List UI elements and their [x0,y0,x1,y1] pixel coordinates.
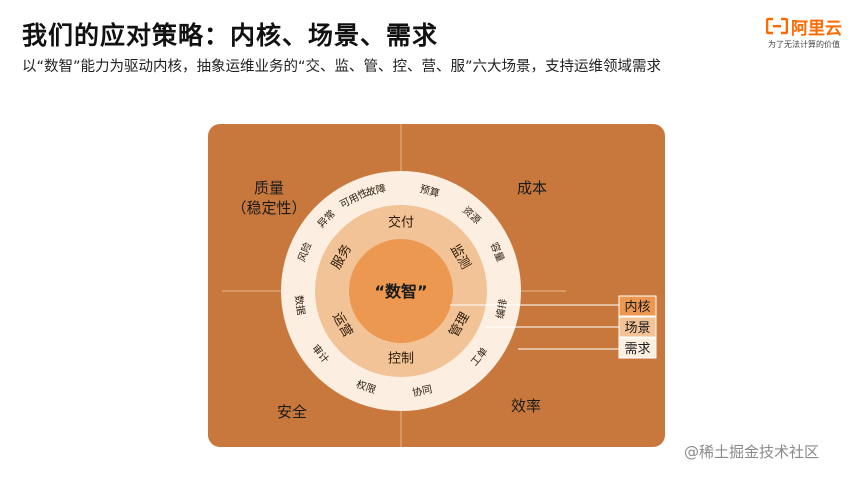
demand-label-6: 协同 [411,382,433,399]
scene-label-0: 交付 [388,215,414,231]
quadrant-quality-sub: （稳定性） [231,199,306,217]
legend-scene: 场景 [624,321,650,336]
alibaba-cloud-logo: 阿里云 为了无法计算的价值 [766,14,852,54]
legend-demand: 需求 [624,342,650,357]
scene-label-3: 控制 [388,352,414,367]
demand-label-9: 数据 [292,294,308,316]
slide-subtitle: 以“数智”能力为驱动内核，抽象运维业务的“交、监、管、控、营、服”六大场景，支持… [22,59,662,75]
quadrant-quality: 质量 [254,179,284,197]
quadrant-security: 安全 [277,403,307,421]
logo-name: 阿里云 [791,19,842,39]
footer-watermark: @稀土掘金技术社区 [684,443,820,461]
legend-box-scene [618,316,657,338]
logo-slogan: 为了无法计算的价值 [768,40,840,49]
quadrant-efficiency: 效率 [511,397,541,415]
legend-box-core [618,295,657,317]
demand-label-4: 编排 [493,298,509,320]
slide-title: 我们的应对策略：内核、场景、需求 [22,21,439,50]
core-label: “数智” [374,282,427,301]
alibaba-cloud-logo-icon [766,17,788,35]
legend-box-demand [618,337,657,359]
legend-core: 内核 [624,299,650,315]
quadrant-cost: 成本 [517,179,547,197]
core-circle [349,239,453,343]
